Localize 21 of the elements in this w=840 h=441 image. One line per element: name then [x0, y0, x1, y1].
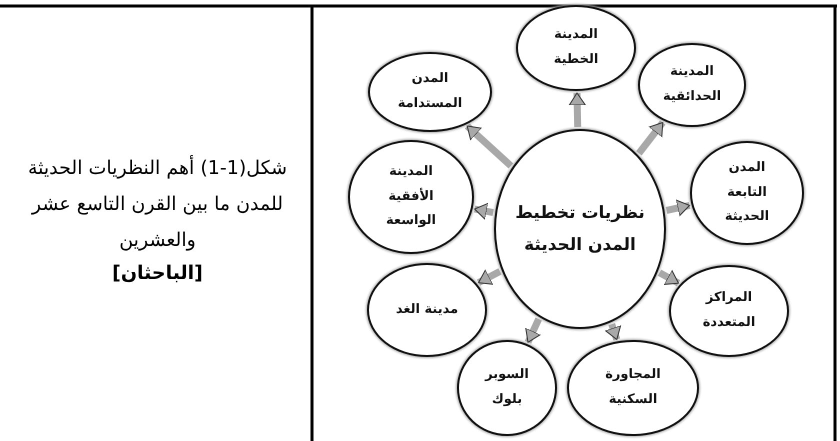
- central-ellipse: نظريات تخطيط المدن الحديثة: [494, 129, 666, 329]
- arrow: [476, 268, 502, 286]
- arrow: [474, 202, 494, 220]
- source-note: [الباحثان]: [111, 262, 204, 284]
- arrow: [464, 123, 514, 168]
- theory-ellipse: المدينة الخطية: [516, 5, 636, 91]
- theory-ellipse: المجاورة السكنية: [567, 340, 699, 436]
- arrow: [658, 270, 680, 286]
- theory-ellipse: المدن المستدامة: [368, 52, 492, 132]
- theory-ellipse: السوبر بلوك: [457, 340, 557, 436]
- caption-text: شكل(1-1) أهم النظريات الحديثة للمدن ما بين القرن التاسع عشر والعشرين: [26, 154, 288, 253]
- arrow: [604, 323, 622, 341]
- arrow: [568, 92, 586, 128]
- arrow: [636, 120, 666, 156]
- arrow: [666, 200, 690, 216]
- theory-ellipse: المراكز المتعددة: [669, 265, 789, 357]
- theory-ellipse: المدينة الحدائقية: [638, 43, 746, 127]
- theory-ellipse: المدن التابعة الحديثة: [690, 141, 804, 245]
- theory-ellipse: مدينة الغد: [367, 263, 487, 357]
- theory-ellipse: المدينة الأفقية الواسعة: [348, 140, 474, 254]
- arrow: [524, 318, 542, 344]
